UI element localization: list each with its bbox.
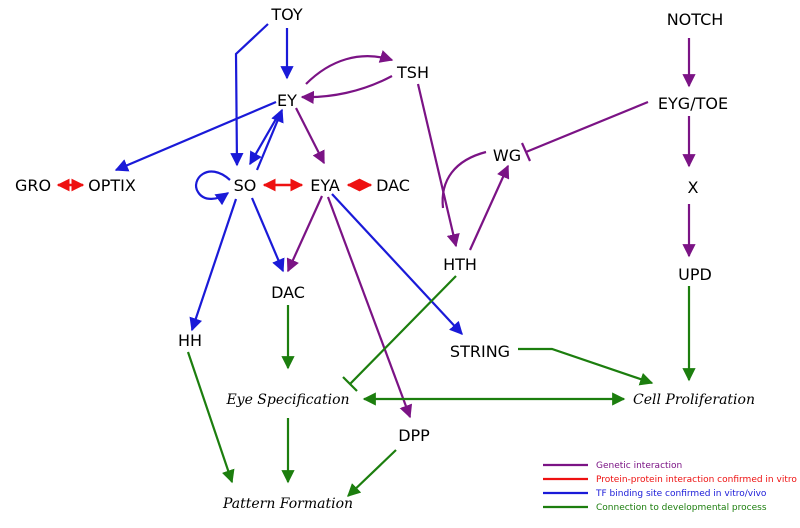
- edge-tsh-ey: [300, 75, 393, 105]
- legend-label-tf: TF binding site confirmed in vitro/vivo: [595, 489, 767, 499]
- edge-ey-optix: [114, 100, 277, 172]
- edge-eya-dac: [286, 195, 324, 273]
- edge-so-self-loop: [195, 170, 231, 206]
- edge-tsh-hth: [416, 83, 460, 248]
- node-optix: OPTIX: [88, 176, 136, 195]
- edge-eygtoe-wg-inhibit-bar: [520, 142, 532, 162]
- process-pattern-formation: Pattern Formation: [222, 496, 353, 512]
- genetic-edges: [286, 38, 696, 419]
- node-wg: WG: [493, 146, 521, 165]
- node-eya: EYA: [310, 176, 340, 195]
- node-gro: GRO: [15, 176, 51, 195]
- edge-eya-dpp: [326, 196, 413, 419]
- node-notch: NOTCH: [667, 10, 724, 29]
- development-edges: [186, 275, 696, 497]
- edge-eygtoe-wg-inhibit: [525, 100, 649, 154]
- edge-ey-so: [249, 111, 281, 166]
- edge-so-dac: [250, 197, 285, 273]
- node-dac-mid: DAC: [271, 283, 305, 302]
- edge-toy-so: [230, 23, 269, 167]
- node-eyg-toe: EYG/TOE: [658, 94, 728, 113]
- node-so: SO: [234, 176, 257, 195]
- process-labels: Eye Specification Cell Proliferation Pat…: [222, 392, 755, 512]
- edge-hth-eyespec-inhibit: [349, 275, 457, 385]
- edge-hh-patternformation: [186, 351, 235, 484]
- tf-edges: [114, 23, 463, 335]
- legend-label-development: Connection to developmental process: [596, 503, 767, 513]
- edge-string-cellprolif: [518, 347, 654, 386]
- edge-hth-wg: [468, 164, 510, 251]
- edge-hth-eyespec-inhibit-bar: [342, 376, 358, 392]
- legend: Genetic interaction Protein-protein inte…: [543, 461, 797, 513]
- node-hth: HTH: [443, 255, 477, 274]
- edge-ey-eya: [295, 107, 325, 165]
- process-cell-proliferation: Cell Proliferation: [633, 392, 755, 408]
- edge-so-hh: [189, 198, 238, 332]
- process-eye-specification: Eye Specification: [225, 392, 349, 408]
- legend-label-protein: Protein-protein interaction confirmed in…: [596, 475, 797, 485]
- edge-so-ey: [255, 108, 284, 171]
- edge-eya-string: [331, 193, 463, 335]
- edge-wg-loop: [441, 150, 487, 209]
- node-labels: TOY NOTCH EY TSH EYG/TOE WG GRO OPTIX SO…: [15, 5, 728, 445]
- node-upd: UPD: [678, 265, 712, 284]
- edge-ey-tsh: [305, 50, 394, 85]
- node-x: X: [688, 178, 699, 197]
- edge-dpp-patternformation: [347, 449, 397, 497]
- node-tsh: TSH: [396, 63, 429, 82]
- node-ey: EY: [277, 91, 297, 110]
- node-dpp: DPP: [398, 426, 430, 445]
- node-dac-top: DAC: [376, 176, 410, 195]
- legend-label-genetic: Genetic interaction: [596, 461, 682, 471]
- node-string: STRING: [450, 342, 510, 361]
- node-hh: HH: [178, 331, 202, 350]
- node-toy: TOY: [270, 5, 302, 24]
